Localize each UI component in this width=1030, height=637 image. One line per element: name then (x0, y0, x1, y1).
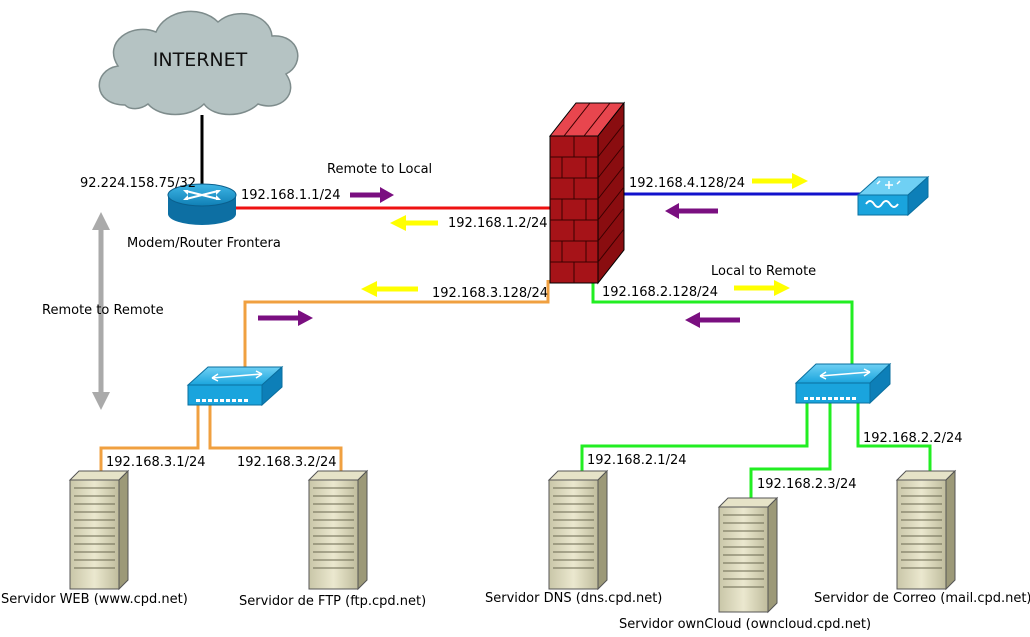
owncloud-server-ip: 192.168.2.3/24 (757, 477, 857, 492)
dns-server-name: Servidor DNS (dns.cpd.net) (485, 591, 662, 606)
dmz-ftp-link (208, 402, 343, 472)
internet-label: INTERNET (153, 49, 248, 71)
web-server-name: Servidor WEB (www.cpd.net) (1, 592, 188, 607)
firewall-dmz-ip: 192.168.3.128/24 (432, 286, 548, 301)
local-to-remote-label: Local to Remote (711, 264, 816, 279)
firewall-icon (548, 101, 626, 285)
firewall-wan-ip: 192.168.1.2/24 (448, 216, 548, 231)
dns-server-icon (547, 469, 609, 591)
outbound-arrow-lan (734, 280, 790, 296)
mail-server-icon (895, 469, 957, 591)
outbound-arrow-dmz (361, 281, 418, 297)
access-point-icon (856, 175, 930, 217)
lan-owncloud-link (749, 400, 832, 498)
dns-server-ip: 192.168.2.1/24 (587, 453, 687, 468)
web-server-ip: 192.168.3.1/24 (106, 455, 206, 470)
owncloud-server-name: Servidor ownCloud (owncloud.cpd.net) (619, 617, 871, 632)
lan-mail-link (856, 400, 932, 472)
inbound-arrow-dmz (258, 310, 313, 326)
mail-server-ip: 192.168.2.2/24 (863, 431, 963, 446)
inbound-arrow-ap (665, 203, 718, 219)
owncloud-server-icon (717, 496, 779, 614)
router-public-ip: 92.224.158.75/32 (80, 176, 196, 191)
firewall-ap-ip: 192.168.4.128/24 (629, 176, 745, 191)
ftp-server-ip: 192.168.3.2/24 (237, 455, 337, 470)
dmz-switch-icon (186, 365, 284, 407)
lan-switch-icon (794, 362, 892, 405)
ftp-server-name: Servidor de FTP (ftp.cpd.net) (239, 594, 426, 609)
outbound-arrow-wan (390, 215, 438, 231)
mail-server-name: Servidor de Correo (mail.cpd.net) (814, 591, 1030, 606)
firewall-lan-ip: 192.168.2.128/24 (602, 285, 718, 300)
remote-to-local-label: Remote to Local (327, 162, 432, 177)
lan-dns-link (580, 400, 809, 472)
dmz-link (243, 280, 550, 368)
lan-link (591, 280, 854, 365)
web-server-icon (68, 469, 130, 591)
internet-cloud: INTERNET (98, 10, 299, 116)
inbound-arrow-lan (685, 312, 740, 328)
ftp-server-icon (307, 469, 369, 591)
router-lan-ip: 192.168.1.1/24 (241, 188, 341, 203)
remote-to-remote-arrow (92, 212, 110, 410)
inbound-arrow-wan (350, 187, 394, 203)
outbound-arrow-ap (752, 173, 808, 189)
remote-to-remote-label: Remote to Remote (42, 303, 164, 318)
dmz-web-link (99, 402, 200, 472)
router-icon (167, 183, 237, 225)
router-name: Modem/Router Frontera (127, 236, 281, 251)
